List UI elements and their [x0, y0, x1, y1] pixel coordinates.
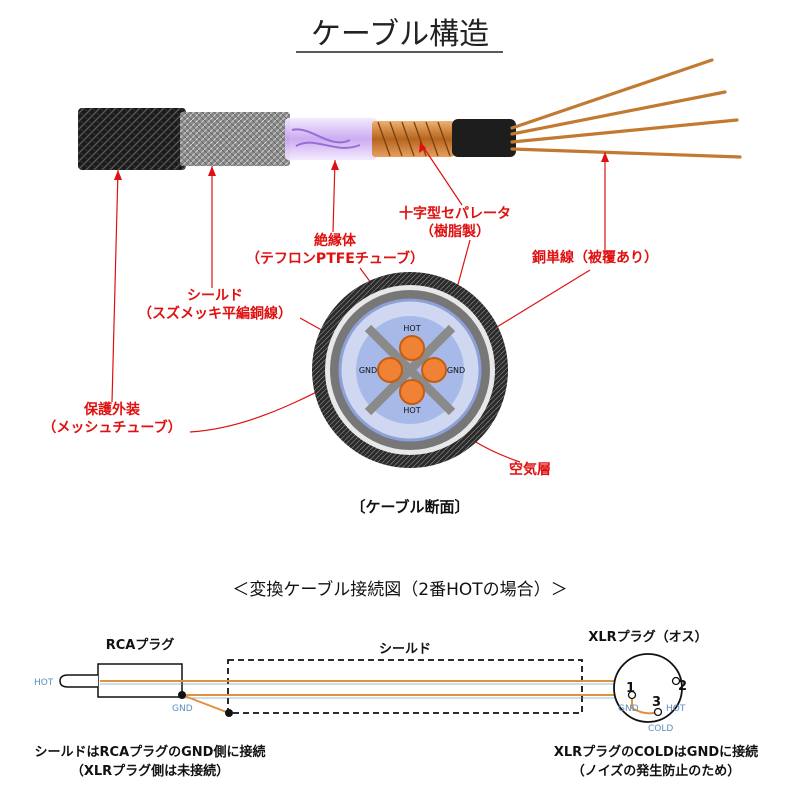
ptfe-inner-wires	[291, 128, 361, 149]
shield-box	[227, 659, 583, 714]
label-separator: 十字型セパレータ	[399, 205, 511, 222]
ptfe-tube	[285, 118, 377, 160]
section-gnd-left-label: GND	[359, 366, 377, 375]
shield-label: シールド	[379, 642, 431, 657]
wiring-title: ＜変換ケーブル接続図（2番HOTの場合）＞	[232, 579, 567, 600]
shield-junction	[225, 709, 233, 717]
heat-shrink	[452, 119, 516, 157]
label-separator-sub: （樹脂製）	[420, 223, 490, 240]
xlr-pin2-label: 2	[678, 679, 687, 694]
section-hot-top-label: HOT	[403, 324, 420, 333]
rca-gnd-junction	[178, 691, 186, 699]
note-right-line1: XLRプラグのCOLDはGNDに接続	[554, 744, 758, 760]
note-left-line2: （XLRプラグ側は未接続）	[71, 763, 229, 779]
xlr-label: XLRプラグ（オス）	[588, 629, 707, 645]
conductor-gnd-left	[377, 357, 403, 383]
label-outer-jacket-sub: （メッシュチューブ）	[42, 419, 181, 436]
cable-cross-section: HOT HOT GND GND	[312, 272, 508, 468]
label-insulator: 絶縁体	[314, 232, 357, 249]
shield-drain-wire	[181, 694, 230, 714]
xlr-hot-label: HOT	[666, 704, 686, 714]
separator-bar-b	[364, 324, 456, 416]
arrow-jacket-photo	[111, 169, 119, 403]
tinned-braid-shield	[180, 112, 290, 166]
rca-plug-pin	[59, 674, 98, 688]
rca-label: RCAプラグ	[106, 637, 175, 653]
label-insulator-sub: （テフロンPTFEチューブ）	[246, 250, 424, 267]
note-right-line2: （ノイズの発生防止のため）	[572, 763, 741, 779]
wiring-diagram: RCAプラグ シールド XLRプラグ（オス） HOT GND 1 2 3 GND…	[34, 629, 758, 779]
label-shield-sub: （スズメッキ平編銅線）	[138, 305, 292, 322]
xlr-pin1-label: 1	[626, 681, 635, 696]
section-gnd-right-label: GND	[447, 366, 465, 375]
xlr-pin-3	[653, 707, 663, 717]
arrow-insulator-photo	[332, 159, 336, 233]
rca-hot-label: HOT	[34, 678, 54, 688]
arrow-separator-photo	[419, 141, 463, 206]
xlr-pin-2	[671, 676, 681, 686]
section-hot-bottom-label: HOT	[403, 406, 420, 415]
cable-illustration	[78, 58, 742, 170]
label-air-layer: 空気層	[509, 461, 551, 478]
xlr-cold-label: COLD	[648, 724, 673, 734]
rca-gnd-label: GND	[172, 704, 193, 714]
xlr-pin-1	[627, 690, 637, 700]
cross-section-caption: 〔ケーブル断面〕	[350, 498, 469, 516]
page-title: ケーブル構造	[311, 17, 489, 52]
note-left-line1: シールドはRCAプラグのGND側に接続	[35, 744, 266, 760]
label-shield: シールド	[187, 288, 243, 304]
copper-wires	[510, 58, 742, 159]
twist-marks	[377, 121, 451, 157]
label-outer-jacket: 保護外装	[83, 401, 141, 418]
mesh-jacket	[78, 108, 186, 170]
xlr-pin3-label: 3	[652, 695, 661, 710]
label-copper-wire: 銅単線（被覆あり）	[532, 249, 658, 266]
conductor-hot-bottom	[399, 379, 425, 405]
conductor-hot-top	[399, 335, 425, 361]
xlr-gnd-label: GND	[618, 704, 639, 714]
conductor-gnd-right	[421, 357, 447, 383]
